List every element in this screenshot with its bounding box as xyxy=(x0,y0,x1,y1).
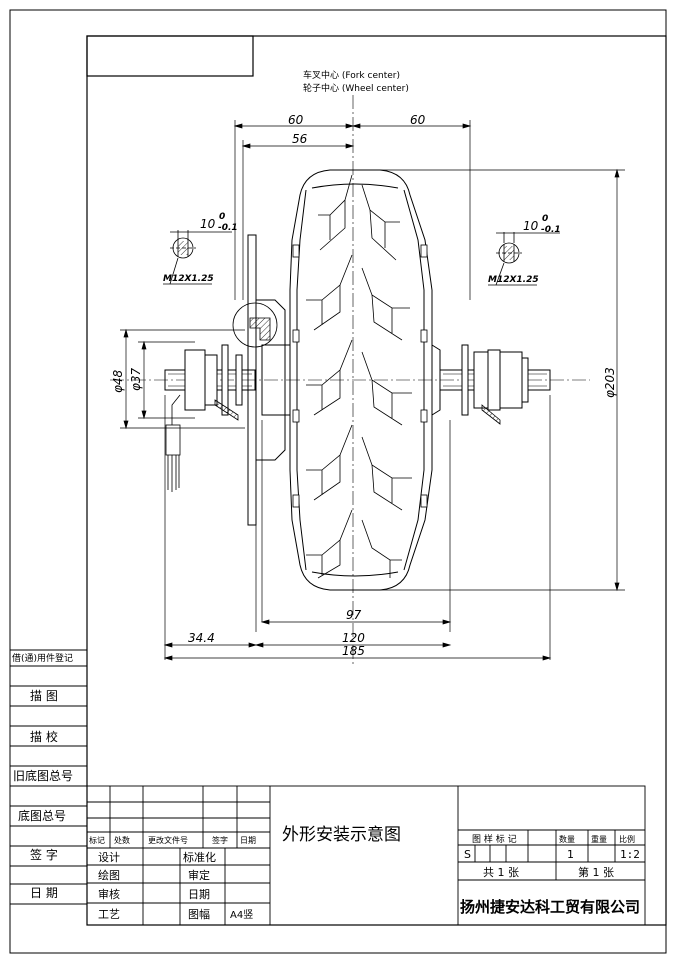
sample-mark-label: 图 样 标 记 xyxy=(472,833,517,845)
hub-detail-circle xyxy=(232,302,278,348)
dim-phi203: φ203 xyxy=(603,367,617,398)
process-label: 工艺 xyxy=(98,908,120,921)
nuts-washers xyxy=(184,344,529,416)
h-change-doc: 更改文件号 xyxy=(148,835,188,845)
motor-cable xyxy=(165,394,181,492)
approve-label: 审定 xyxy=(188,868,210,882)
phi48-phi37-dimension xyxy=(120,328,245,430)
date2-label: 日期 xyxy=(188,888,210,901)
sheet-no: 第 1 张 xyxy=(578,865,614,879)
date-label: 日 期 xyxy=(30,886,58,900)
left-margin-column xyxy=(10,649,87,905)
scale-label: 比例 xyxy=(619,834,635,844)
trace-check-label: 描 校 xyxy=(30,729,58,744)
hub-detail-section xyxy=(249,317,271,341)
qty-label: 数量 xyxy=(559,834,575,844)
dim-97: 97 xyxy=(346,608,362,622)
used-record-label: 借(通)用件登记 xyxy=(12,652,73,664)
dim-56: 56 xyxy=(292,132,308,146)
outer-border xyxy=(9,9,667,954)
bottom-dimension-lines xyxy=(163,395,552,661)
trace-label: 描 图 xyxy=(30,689,58,703)
flat-right-upper: 0 xyxy=(542,214,548,224)
total-sheets: 共 1 张 xyxy=(483,866,519,879)
tread-pattern xyxy=(306,174,412,579)
flat-detail-right xyxy=(488,232,560,286)
flat-right-nominal: 10 xyxy=(523,219,539,233)
review-label: 审核 xyxy=(98,887,120,901)
dim-34-4: 34.4 xyxy=(188,631,215,645)
top-dimension-lines xyxy=(233,120,472,300)
base-no-label: 底图总号 xyxy=(18,808,66,823)
dim-185: 185 xyxy=(342,644,365,658)
phi203-dimension xyxy=(353,168,625,592)
format-label: 图幅 xyxy=(188,908,210,921)
format-value: A4竖 xyxy=(230,909,253,921)
thread-left: M12X1.25 xyxy=(163,274,214,284)
design-label: 设计 xyxy=(98,851,120,864)
flat-left-nominal: 10 xyxy=(200,217,216,231)
company-name: 扬州捷安达科工贸有限公司 xyxy=(460,898,640,916)
thread-right: M12X1.25 xyxy=(488,275,539,285)
mark-value: S xyxy=(464,848,471,861)
dim-120: 120 xyxy=(342,631,365,645)
h-date: 日期 xyxy=(240,836,256,845)
h-mark: 标记 xyxy=(89,835,105,845)
dim-right-60: 60 xyxy=(410,113,426,127)
flat-detail-left xyxy=(163,230,232,285)
drawing-title: 外形安装示意图 xyxy=(282,825,401,845)
old-base-no-label: 旧底图总号 xyxy=(13,768,73,783)
tyre-outline xyxy=(289,169,433,591)
tread-blocks xyxy=(292,244,428,508)
standardize-label: 标准化 xyxy=(183,850,216,864)
scale-value: 1:2 xyxy=(620,848,640,861)
flat-left-upper: 0 xyxy=(219,212,225,222)
fork-center-label: 车叉中心 (Fork center) xyxy=(303,69,400,81)
inner-frame xyxy=(86,35,667,926)
dim-left-60: 60 xyxy=(288,113,304,127)
drawing-label: 绘图 xyxy=(98,868,120,882)
corner-box xyxy=(86,35,254,77)
flat-right-lower: -0.1 xyxy=(541,225,561,235)
wheel-center-label: 轮子中心 (Wheel center) xyxy=(303,82,409,94)
signature-label: 签 字 xyxy=(30,847,58,862)
dim-phi48: φ48 xyxy=(111,369,125,393)
h-count: 处数 xyxy=(114,835,130,845)
qty-value: 1 xyxy=(567,848,574,861)
hub-plate xyxy=(247,234,441,526)
weight-label: 重量 xyxy=(591,834,607,844)
h-sign: 签字 xyxy=(212,835,228,845)
title-block-grid xyxy=(86,785,646,926)
dim-phi37: φ37 xyxy=(129,367,143,391)
lock-washer xyxy=(214,399,501,425)
flat-left-lower: -0.1 xyxy=(218,223,238,233)
